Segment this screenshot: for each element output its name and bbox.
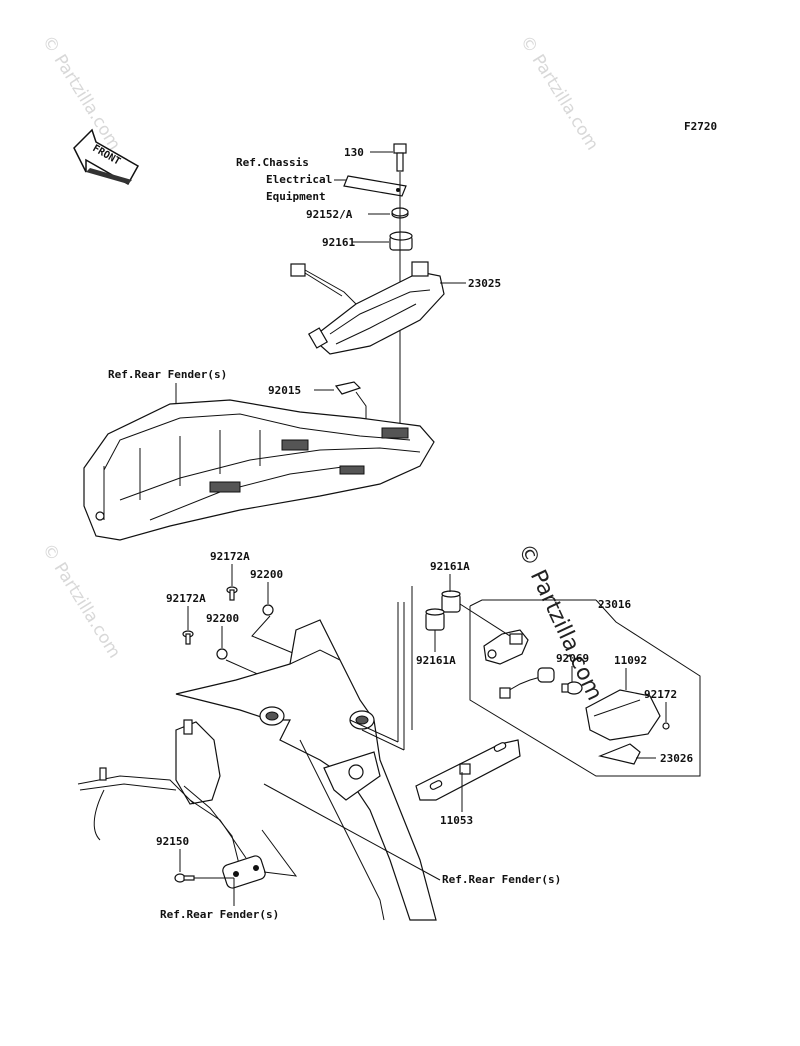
grommet-92161a-1 — [441, 590, 461, 613]
label-23016: 23016 — [598, 598, 631, 611]
label-92069: 92069 — [556, 652, 589, 665]
reflector-stay — [77, 719, 266, 889]
watermark-1: © Partzilla.com — [38, 32, 124, 154]
grommet-92161a-2 — [425, 608, 445, 631]
label-92200-2: 92200 — [206, 612, 239, 625]
label-92200-1: 92200 — [250, 568, 283, 581]
tail-light-23025 — [290, 261, 445, 355]
washer-92200-1 — [262, 604, 274, 616]
watermark-2: © Partzilla.com — [516, 32, 602, 154]
label-11053: 11053 — [440, 814, 473, 827]
label-23026: 23026 — [660, 752, 693, 765]
ref-rear-fender-right: Ref.Rear Fender(s) — [442, 873, 561, 886]
label-92172a-2: 92172A — [166, 592, 206, 605]
rear-fender-lower — [175, 619, 437, 921]
screw-92150 — [174, 873, 195, 883]
bulb-92069 — [561, 681, 583, 695]
ref-rear-fender-bottom: Ref.Rear Fender(s) — [160, 908, 279, 921]
label-23025: 23025 — [468, 277, 501, 290]
plate-bracket-11053 — [415, 739, 521, 801]
label-11092: 11092 — [614, 654, 647, 667]
watermark-3: © Partzilla.com — [38, 540, 124, 662]
ref-chassis-line2: Electrical — [266, 173, 332, 186]
ref-rear-fender-top: Ref.Rear Fender(s) — [108, 368, 227, 381]
ref-chassis-line3: Equipment — [266, 190, 326, 203]
socket-wire — [499, 667, 555, 699]
label-92161: 92161 — [322, 236, 355, 249]
washer-92200-2 — [216, 648, 228, 660]
grommet-92161 — [389, 231, 413, 251]
label-92161a-1: 92161A — [430, 560, 470, 573]
ref-chassis-line1: Ref.Chassis — [236, 156, 309, 169]
bolt-130 — [393, 143, 407, 172]
front-arrow-icon: FRONT — [73, 128, 140, 186]
label-92161a-2: 92161A — [416, 654, 456, 667]
screw-92172a-2 — [182, 630, 194, 645]
label-92015: 92015 — [268, 384, 301, 397]
label-92172: 92172 — [644, 688, 677, 701]
lens-11092 — [585, 689, 661, 741]
cover-23026 — [598, 743, 641, 765]
label-92172a-1: 92172A — [210, 550, 250, 563]
watermark-4: © Partzilla.com — [513, 540, 607, 704]
label-130: 130 — [344, 146, 364, 159]
license-light-housing — [459, 603, 529, 665]
screw-92172a-1 — [226, 586, 238, 601]
figure-code: F2720 — [684, 120, 717, 133]
screw-92172 — [662, 722, 670, 730]
bracket-plate — [343, 175, 407, 197]
label-92152a: 92152/A — [306, 208, 353, 221]
nut-92015 — [334, 381, 362, 395]
rear-fender-upper — [83, 399, 435, 541]
label-92150: 92150 — [156, 835, 189, 848]
